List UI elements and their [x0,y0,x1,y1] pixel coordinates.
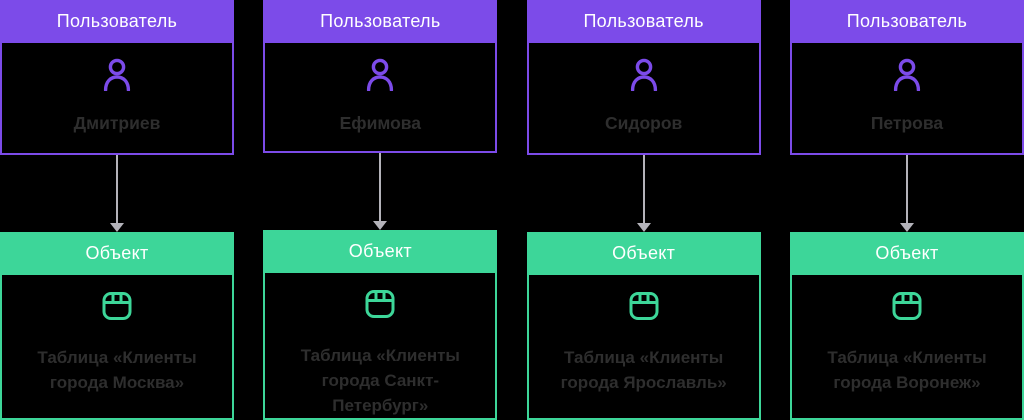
user-card-header: Пользователь [0,0,234,43]
down-arrow [790,155,1024,232]
object-name: Таблица «Клиенты города Санкт-Петербург» [300,346,460,415]
object-card: Объект Таблица «Клиенты города Москва» [0,232,234,420]
object-card-header: Объект [0,232,234,275]
object-card-body: Таблица «Клиенты города Санкт-Петербург» [263,273,498,420]
user-card-header: Пользователь [789,0,1024,43]
user-icon [102,58,132,92]
user-name: Ефимова [339,113,422,133]
diagram-column-3: Пользователь Сидоров Объект [526,0,761,420]
table-icon [365,289,395,319]
user-name: Петрова [870,113,944,133]
down-arrow [0,155,234,232]
user-card: Пользователь Дмитриев [0,0,234,155]
object-card-header: Объект [789,232,1024,275]
object-card: Объект Таблица «Клиенты города Ярославль… [526,232,761,420]
arrow-head [899,223,914,232]
object-card-header: Объект [526,232,761,275]
user-icon [629,58,659,92]
arrow-head [373,221,388,230]
user-card-title: Пользователь [320,11,441,31]
user-card-title: Пользователь [583,11,704,31]
user-name: Дмитриев [73,113,161,133]
diagram-column-1: Пользователь Дмитриев Объект [0,0,234,420]
user-icon [892,58,922,92]
object-card-title: Объект [875,243,939,263]
object-card-title: Объект [348,241,412,261]
user-card-title: Пользователь [846,11,968,31]
arrow-head [110,223,124,232]
user-card-header: Пользователь [526,0,761,43]
user-card-body: Сидоров [526,43,761,155]
down-arrow [263,153,497,230]
user-card-title: Пользователь [56,11,178,31]
object-card-body: Таблица «Клиенты города Воронеж» [789,275,1024,420]
user-card-body: Дмитриев [0,43,234,155]
user-card: Пользователь Петрова [789,0,1024,155]
user-card-header: Пользователь [263,0,498,43]
diagram-column-2: Пользователь Ефимова Объект [263,0,498,420]
object-card-header: Объект [263,230,498,273]
table-icon [892,291,922,321]
arrow-line [642,155,645,224]
user-icon [365,58,395,92]
object-card-title: Объект [612,243,676,263]
arrow-line [905,155,908,224]
user-card: Пользователь Ефимова [263,0,498,153]
object-name: Таблица «Клиенты города Москва» [37,348,197,392]
arrow-line [116,155,118,224]
arrow-line [379,153,382,222]
user-card-body: Ефимова [263,43,498,153]
object-name: Таблица «Клиенты города Воронеж» [827,348,987,392]
arrow-head [636,223,651,232]
user-name: Сидоров [604,113,683,133]
table-icon [102,291,132,321]
diagram-column-4: Пользователь Петрова Объект [789,0,1024,420]
user-card-body: Петрова [789,43,1024,155]
user-card: Пользователь Сидоров [526,0,761,155]
object-card: Объект Таблица «Клиенты города Воронеж» [789,232,1024,420]
object-card-body: Таблица «Клиенты города Москва» [0,275,234,420]
down-arrow [527,155,761,232]
object-card-body: Таблица «Клиенты города Ярославль» [526,275,761,420]
object-card: Объект Таблица «Клиенты города Санкт-Пет… [263,230,498,420]
object-name: Таблица «Клиенты города Ярославль» [560,348,727,392]
object-card-title: Объект [85,243,149,263]
table-icon [629,291,659,321]
